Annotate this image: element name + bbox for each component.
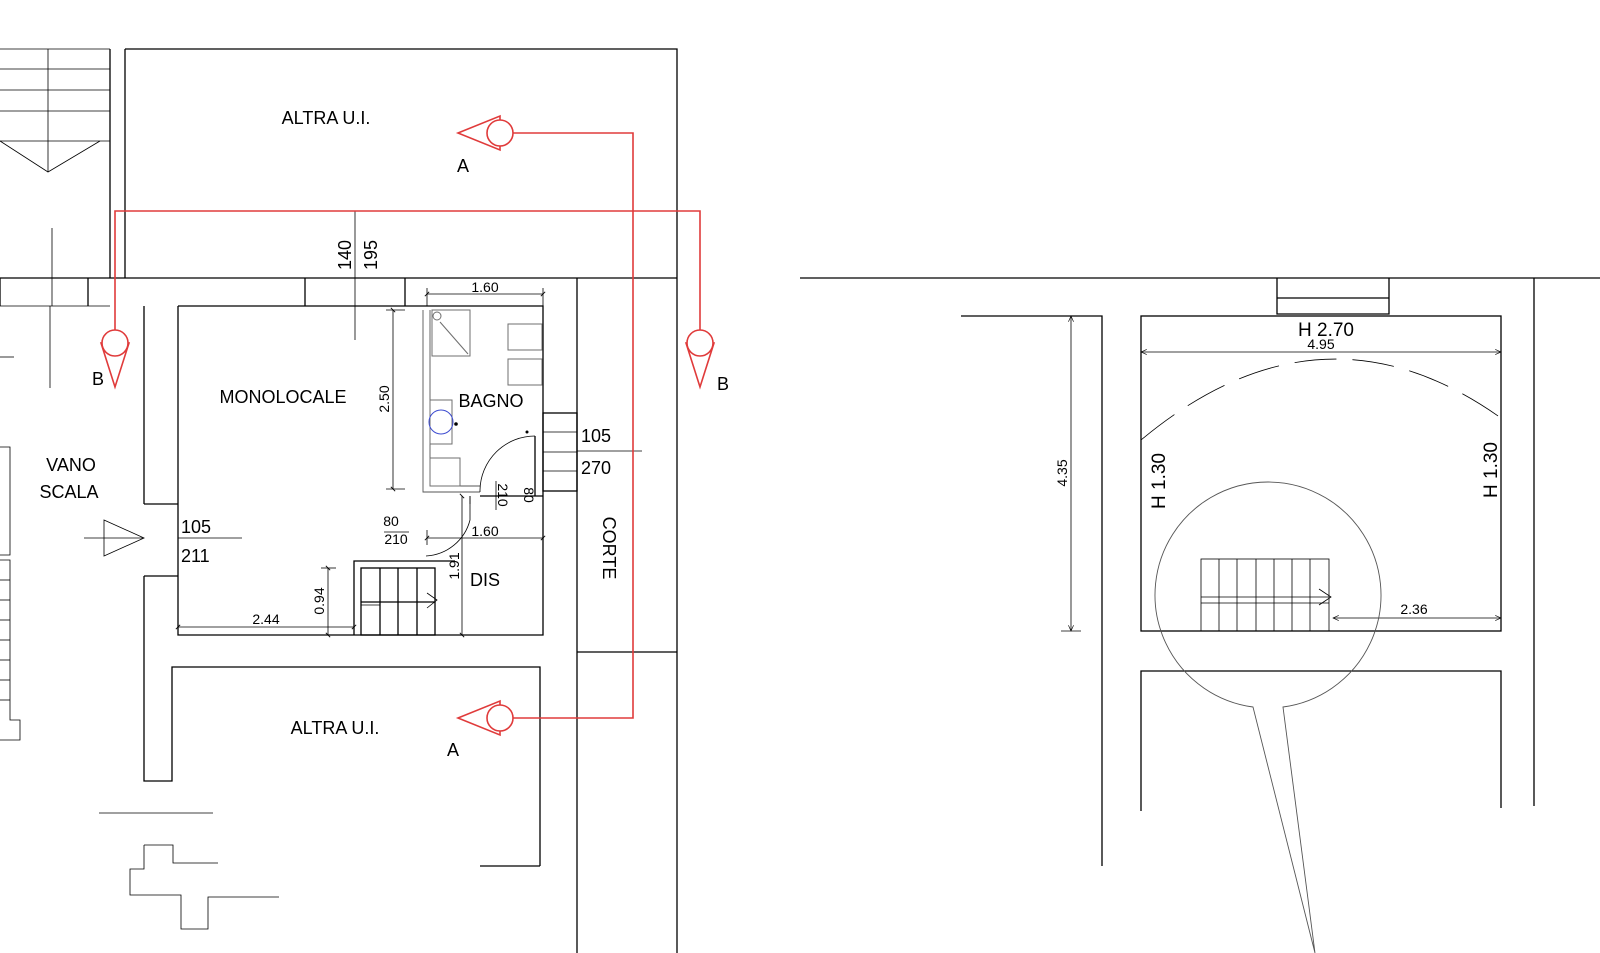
- bottom-left-shape: [99, 812, 279, 930]
- door-dis-height: 210: [384, 531, 408, 547]
- door-bath-height: 210: [495, 483, 511, 507]
- stairs-top-left: [0, 48, 126, 388]
- window-top: [304, 211, 406, 340]
- detail-h-center: H 2.70: [1298, 320, 1354, 341]
- dim-dis-width: 1.60: [471, 523, 498, 539]
- section-marker-b-right: B: [717, 374, 729, 394]
- section-marker-a-top: A: [457, 156, 469, 176]
- window-top-height: 195: [361, 240, 381, 270]
- label-vano: VANO: [46, 455, 96, 475]
- door-right-height: 270: [581, 458, 611, 478]
- plan-left: [0, 48, 716, 953]
- window-top-width: 140: [335, 240, 355, 270]
- dim-bath-width: 1.60: [471, 279, 498, 295]
- detail-h-left: H 1.30: [1149, 453, 1170, 509]
- door-left-width: 105: [181, 517, 211, 537]
- section-marker-a-bottom: A: [447, 740, 459, 760]
- door-dis-arc: [425, 496, 471, 557]
- door-left-height: 211: [181, 546, 210, 566]
- detail-stair-dist: 2.36: [1400, 601, 1427, 617]
- door-right: [542, 412, 642, 492]
- label-altra-ui-bottom: ALTRA U.I.: [291, 718, 380, 738]
- door-left: [84, 503, 242, 577]
- label-monolocale: MONOLOCALE: [219, 387, 346, 407]
- door-right-width: 105: [581, 426, 611, 446]
- label-dis: DIS: [470, 570, 500, 590]
- dim-stair-depth: 0.94: [311, 587, 327, 614]
- dim-dis-height: 1.91: [446, 552, 462, 579]
- label-altra-ui-top: ALTRA U.I.: [282, 108, 371, 128]
- detail-depth: 4.35: [1054, 459, 1070, 486]
- upper-unit-outline: [125, 48, 678, 953]
- stairs-inner: [353, 560, 455, 636]
- detail-width: 4.95: [1307, 336, 1334, 352]
- dim-room-width: 2.44: [252, 611, 279, 627]
- label-corte: CORTE: [599, 517, 619, 580]
- dim-bath-height: 2.50: [376, 385, 392, 412]
- section-line-a: [455, 114, 634, 737]
- dimension-lines: [175, 288, 546, 638]
- detail-right: [800, 277, 1600, 953]
- detail-h-right: H 1.30: [1481, 442, 1502, 498]
- door-dis-width: 80: [383, 513, 399, 529]
- section-marker-b-left: B: [92, 369, 104, 389]
- bathroom: [422, 309, 543, 497]
- stairs-detail: [1200, 558, 1332, 632]
- stair-vano-scala: [0, 446, 21, 741]
- door-bath-width: 80: [521, 487, 537, 503]
- section-line-b: [99, 210, 716, 390]
- label-bagno: BAGNO: [458, 391, 523, 411]
- label-scala: SCALA: [39, 482, 98, 502]
- vault-dashed-arc: [1140, 358, 1502, 441]
- callout-bubble: [1154, 481, 1382, 953]
